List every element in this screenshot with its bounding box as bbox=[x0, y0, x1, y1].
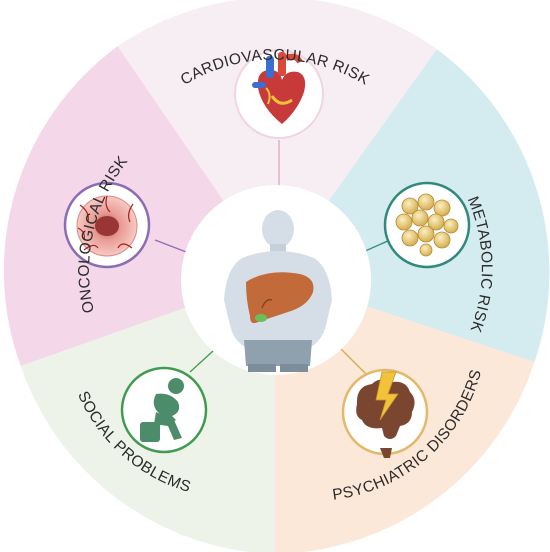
brain-lightning-icon bbox=[356, 371, 415, 458]
sad-person-icon bbox=[140, 378, 184, 442]
icon-psychiatric bbox=[341, 368, 429, 458]
heart-icon bbox=[252, 52, 306, 124]
icon-metabolic bbox=[383, 181, 471, 269]
center-figure bbox=[181, 185, 371, 375]
tumor-icon bbox=[76, 195, 138, 257]
icon-oncological bbox=[63, 181, 151, 269]
fat-cells-icon bbox=[395, 193, 459, 257]
liver-icon bbox=[246, 272, 314, 324]
icon-cardiovascular bbox=[234, 49, 324, 139]
icon-social bbox=[120, 366, 208, 454]
